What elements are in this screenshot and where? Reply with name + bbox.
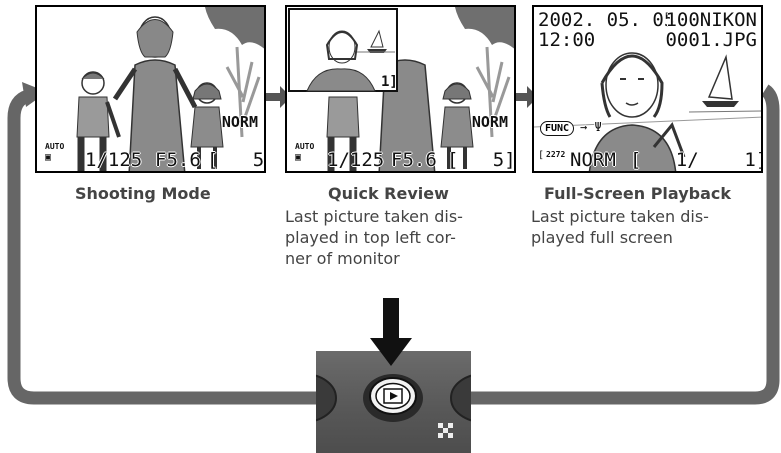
caption-line: played in top left cor- bbox=[285, 228, 456, 247]
image-size-bracket: [ bbox=[538, 150, 545, 161]
loop-arrowhead-icon bbox=[22, 82, 47, 107]
arrow-down-icon bbox=[370, 298, 412, 366]
full-screen-playback-screen: 2002. 05. 05 12:00 100NIKON 0001.JPG FUN… bbox=[532, 5, 763, 173]
frame-counter: [ 1/ 1] bbox=[630, 149, 763, 171]
caption-line: Last picture taken dis- bbox=[531, 207, 709, 226]
playback-date: 2002. 05. 05 bbox=[538, 9, 676, 31]
caption-line: Last picture taken dis- bbox=[285, 207, 463, 226]
caption-title-quick-review: Quick Review bbox=[328, 184, 449, 203]
camera-icon: ▣ bbox=[295, 152, 302, 163]
caption-title-shooting-mode: Shooting Mode bbox=[75, 184, 211, 203]
shutter-speed: 1/125 bbox=[85, 149, 143, 171]
scene-illustration bbox=[288, 7, 514, 171]
func-badge: FUNC bbox=[540, 121, 575, 136]
quality-indicator: NORM bbox=[471, 113, 508, 131]
caption-body-quick-review: Last picture taken dis- played in top le… bbox=[285, 206, 520, 269]
camera-icon: ▣ bbox=[45, 152, 52, 163]
quality-indicator: NORM bbox=[570, 149, 616, 171]
thumbnail-preview bbox=[288, 8, 398, 92]
folder-name: 100NIKON bbox=[665, 9, 757, 31]
exposures-remaining: [ 5] bbox=[447, 149, 516, 171]
caption-title-full-screen-playback: Full-Screen Playback bbox=[544, 184, 732, 203]
exposures-remaining: [ 5] bbox=[207, 149, 265, 171]
caption-body-full-screen-playback: Last picture taken dis- played full scre… bbox=[531, 206, 766, 248]
auto-mode-badge: AUTO bbox=[295, 142, 315, 151]
quick-review-screen: 1] NORM AUTO ▣ 1/125 F5.6 [ 5] bbox=[285, 5, 516, 173]
file-name: 0001.JPG bbox=[665, 29, 757, 51]
caption-line: played full screen bbox=[531, 228, 673, 247]
arrow-right-icon bbox=[266, 86, 291, 108]
thumbnail-counter: 1] bbox=[381, 74, 398, 90]
arrow-right-icon bbox=[513, 86, 538, 108]
quality-indicator: NORM bbox=[221, 113, 258, 131]
shooting-mode-screen: NORM AUTO ▣ 1/125 F5.6 [ 5] bbox=[35, 5, 266, 173]
playback-time: 12:00 bbox=[538, 29, 596, 51]
camera-button-panel bbox=[316, 351, 471, 453]
image-size: 2272 bbox=[546, 150, 566, 159]
scene-illustration bbox=[76, 7, 264, 171]
aperture: F5.6 bbox=[391, 149, 437, 171]
scene-illustration bbox=[534, 52, 761, 171]
caption-line: ner of monitor bbox=[285, 249, 400, 268]
playback-button[interactable] bbox=[369, 377, 417, 415]
auto-mode-badge: AUTO bbox=[45, 142, 65, 151]
play-triangle-icon bbox=[390, 392, 398, 400]
checker-icon bbox=[438, 423, 453, 438]
aperture: F5.6 bbox=[155, 149, 201, 171]
voice-memo-icon: → Ψ bbox=[580, 120, 602, 134]
shutter-speed: 1/125 bbox=[327, 149, 385, 171]
